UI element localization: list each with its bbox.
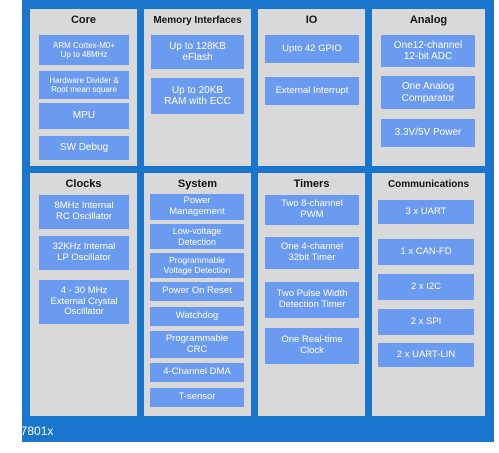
core-mpu-block: MPU — [39, 103, 129, 129]
timers-panel: Timers Two 8-channel PWM One 4-channel 3… — [258, 173, 365, 416]
timers-rtc-block: One Real-time Clock — [265, 328, 359, 364]
clocks-title: Clocks — [65, 178, 102, 190]
io-gpio-block: Upto 42 GPIO — [265, 35, 359, 63]
system-title: System — [177, 178, 218, 190]
io-title: IO — [305, 14, 318, 26]
comm-uart-block: 3 x UART — [378, 200, 474, 224]
core-cpu-block: ARM Cortex-M0+ Up to 48MHz — [39, 35, 129, 65]
comm-i2c-block: 2 x I2C — [378, 274, 474, 300]
core-divider-block: Hardware Divider & Root mean square — [39, 71, 129, 99]
timers-pulse-width-block: Two Pulse Width Detection Timer — [265, 282, 359, 318]
analog-power-block: 3.3V/5V Power — [381, 119, 475, 147]
comm-canfd-block: 1 x CAN-FD — [378, 239, 474, 265]
clocks-lp-block: 32KHz Internal LP Oscillator — [39, 236, 129, 270]
core-title: Core — [70, 14, 97, 26]
timers-pwm-block: Two 8-channel PWM — [265, 195, 359, 225]
system-lvd-block: Low-voltage Detection — [150, 224, 244, 249]
memory-title: Memory Interfaces — [153, 14, 242, 26]
system-watchdog-block: Watchdog — [150, 307, 244, 326]
system-pvd-block: Programmable Voltage Detection — [150, 253, 244, 278]
io-panel: IO Upto 42 GPIO External Interrupt — [258, 9, 365, 166]
memory-ram-block: Up to 20KB RAM with ECC — [151, 78, 244, 114]
system-por-block: Power On Reset — [150, 282, 244, 301]
core-panel: Core ARM Cortex-M0+ Up to 48MHz Hardware… — [30, 9, 137, 166]
chip-name-label: AC7801x — [4, 424, 54, 438]
system-dma-block: 4-Channel DMA — [150, 363, 244, 382]
clocks-panel: Clocks 8MHz Internal RC Oscillator 32KHz… — [30, 173, 137, 416]
system-panel: System Power Management Low-voltage Dete… — [144, 173, 251, 416]
memory-eflash-block: Up to 128KB eFlash — [151, 35, 244, 69]
core-swdebug-block: SW Debug — [39, 136, 129, 160]
analog-panel: Analog One12-channel 12-bit ADC One Anal… — [372, 9, 485, 166]
comm-spi-block: 2 x SPI — [378, 309, 474, 335]
timers-32bit-block: One 4-channel 32bit Timer — [265, 237, 359, 269]
system-power-mgmt-block: Power Management — [150, 194, 244, 220]
timers-title: Timers — [293, 178, 330, 190]
clocks-crystal-block: 4 - 30 MHz External Crystal Oscillator — [39, 280, 129, 324]
io-interrupt-block: External Interrupt — [265, 77, 359, 105]
system-tsensor-block: T-sensor — [150, 388, 244, 407]
analog-adc-block: One12-channel 12-bit ADC — [381, 35, 475, 67]
communications-title: Communications — [387, 178, 470, 190]
analog-comparator-block: One Analog Comparator — [381, 76, 475, 109]
communications-panel: Communications 3 x UART 1 x CAN-FD 2 x I… — [372, 173, 485, 416]
clocks-rc-block: 8MHz Internal RC Oscillator — [39, 195, 129, 229]
analog-title: Analog — [409, 14, 448, 26]
system-crc-block: Programmable CRC — [150, 331, 244, 358]
comm-uart-lin-block: 2 x UART-LIN — [378, 343, 474, 367]
memory-panel: Memory Interfaces Up to 128KB eFlash Up … — [144, 9, 251, 166]
